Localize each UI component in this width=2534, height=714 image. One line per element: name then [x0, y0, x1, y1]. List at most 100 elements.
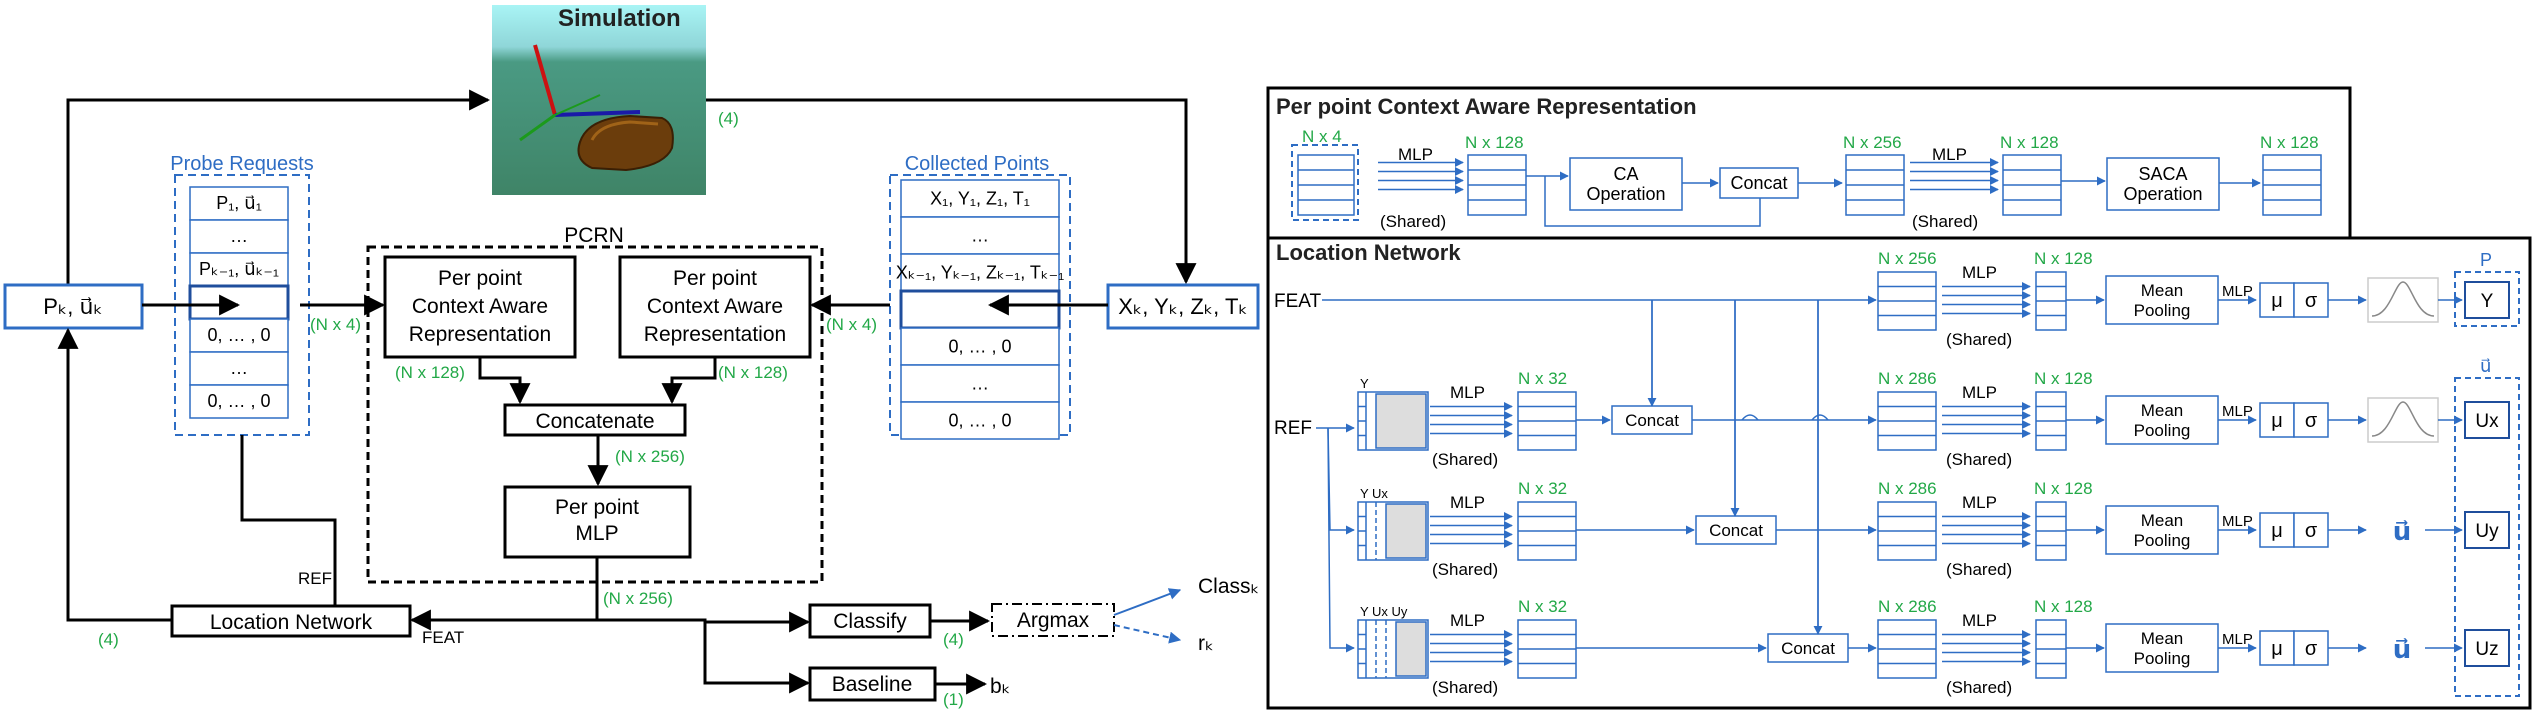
probe-row-1: [189, 219, 289, 254]
loc-u-container: [2454, 377, 2520, 697]
input-pk-uk: Pₖ, u⃗ₖ: [43, 294, 103, 319]
loc-sigma-box-1: [2293, 402, 2329, 438]
ref-label-left: REF: [298, 569, 332, 588]
loc-sigma-2: σ: [2305, 520, 2318, 542]
pcar-saca-op-label-line-1: Operation: [2123, 184, 2202, 204]
loc-shared-2: (Shared): [1946, 560, 2012, 579]
loc-n-out-2: N x 128: [2034, 479, 2093, 498]
loc-mlp-label-2: MLP: [1962, 493, 1997, 512]
loc-mu-2: μ: [2271, 520, 2283, 542]
loc-mlp-pre-label-3: MLP: [1450, 611, 1485, 630]
loc-mlp-small-3: MLP: [2222, 631, 2253, 648]
collected-row-0: [900, 179, 1060, 218]
collected-row-6: [900, 401, 1060, 440]
loc-mu-0: μ: [2271, 290, 2283, 312]
loc-n32-3: N x 32: [1518, 597, 1567, 616]
loc-mean-pool-1-label-line-1: Pooling: [2134, 421, 2191, 440]
concatenate-box: [503, 403, 687, 437]
loc-p-container: [2454, 271, 2520, 327]
pcar-left-line2: Context Aware: [412, 295, 548, 318]
label-nx4-right: (N x 4): [826, 315, 877, 334]
loc-prefix-label-1: Y: [1360, 376, 1369, 391]
pcar-right-line2: Context Aware: [647, 295, 783, 318]
loc-mean-pool-1-label-line-0: Mean: [2141, 401, 2184, 420]
collected-row-text-0: X₁, Y₁, Z₁, T₁: [930, 188, 1030, 208]
loc-sigma-1: σ: [2305, 410, 2318, 432]
loc-prefix-fill-3: [1395, 621, 1427, 677]
loc-uvec-2: u⃗: [2393, 516, 2412, 546]
mlp-line1: Per point: [555, 496, 639, 519]
probe-row-4: [189, 318, 289, 353]
loc-sigma-box-0: [2293, 282, 2329, 318]
pcar-shared2: (Shared): [1912, 212, 1978, 231]
argmax-label: Argmax: [1017, 609, 1090, 632]
loc-ref-label: REF: [1274, 418, 1312, 439]
loc-n-in-3: N x 286: [1878, 597, 1937, 616]
collected-row-5: [900, 364, 1060, 403]
pcar-ca-op: [1569, 157, 1683, 211]
pcar-n256: N x 256: [1843, 133, 1902, 152]
label-nx256-b: (N x 256): [603, 589, 673, 608]
loc-concat-2-label-line-0: Concat: [1709, 521, 1763, 540]
probe-row-text-2: Pₖ₋₁, u⃗ₖ₋₁: [199, 259, 279, 279]
classify-box: [808, 603, 932, 639]
loc-out-box-3: [2464, 629, 2510, 667]
loc-mean-pool-0-label-line-1: Pooling: [2134, 301, 2191, 320]
loc-mean-pool-3-label-line-1: Pooling: [2134, 649, 2191, 668]
loc-u-label: u⃗: [2480, 356, 2491, 376]
loc-out-box-0: [2464, 281, 2510, 319]
loc-prefix-label-3: Y Ux Uy: [1360, 604, 1408, 619]
loc-mlp-small-1: MLP: [2222, 403, 2253, 420]
label-nx128-right: (N x 128): [718, 363, 788, 382]
pcar-n128c: N x 128: [2260, 133, 2319, 152]
loc-n-in-2: N x 286: [1878, 479, 1937, 498]
label-4-left: (4): [98, 630, 119, 649]
pcar-saca-op: [2106, 157, 2220, 211]
loc-n32-2: N x 32: [1518, 479, 1567, 498]
loc-panel-title: Location Network: [1276, 240, 1461, 265]
loc-n-out-1: N x 128: [2034, 369, 2093, 388]
classify-label: Classify: [833, 610, 907, 633]
gaussian-curve-icon: [2371, 401, 2435, 437]
loc-mu-box-0: [2259, 282, 2295, 318]
collected-row-3: [899, 289, 1061, 330]
probe-row-3: [188, 284, 290, 321]
collected-row-2: [900, 253, 1060, 292]
probe-row-2: [189, 252, 289, 287]
loc-mlp-small-2: MLP: [2222, 513, 2253, 530]
probe-row-text-5: …: [230, 358, 248, 378]
loc-mlp-pre-label-2: MLP: [1450, 493, 1485, 512]
loc-n-in-0: N x 256: [1878, 249, 1937, 268]
collected-points-table: X₁, Y₁, Z₁, T₁…Xₖ₋₁, Yₖ₋₁, Zₖ₋₁, Tₖ₋₁0, …: [896, 179, 1064, 440]
pcar-mlp1: MLP: [1398, 145, 1433, 164]
loc-mlp-label-3: MLP: [1962, 611, 1997, 630]
label-1-baseline: (1): [943, 690, 964, 709]
probe-requests-title: Probe Requests: [170, 153, 313, 175]
collected-row-text-5: …: [971, 373, 989, 393]
probe-row-text-1: …: [230, 226, 248, 246]
pcar-panel-title: Per point Context Aware Representation: [1276, 94, 1697, 119]
loc-out-box-1: [2464, 401, 2510, 439]
concatenate-label: Concatenate: [535, 410, 654, 433]
pcar-n128b: N x 128: [2000, 133, 2059, 152]
loc-out-2: Uy: [2475, 521, 2499, 542]
pcar-shared1: (Shared): [1380, 212, 1446, 231]
probe-requests-table: P₁, u⃗₁…Pₖ₋₁, u⃗ₖ₋₁0, … , 0…0, … , 0: [188, 186, 290, 419]
loc-prefix-fill-1: [1375, 393, 1427, 449]
label-nx256-a: (N x 256): [615, 447, 685, 466]
collected-row-1: [900, 216, 1060, 255]
label-nx128-left: (N x 128): [395, 363, 465, 382]
loc-gauss-box-1: [2367, 397, 2439, 443]
probe-row-text-6: 0, … , 0: [207, 391, 270, 411]
loc-mlp-pre-label-1: MLP: [1450, 383, 1485, 402]
pcar-left-line3: Representation: [409, 323, 551, 346]
loc-prefix-fill-2: [1385, 503, 1427, 559]
loc-mean-pool-0-label-line-0: Mean: [2141, 281, 2184, 300]
baseline-label: Baseline: [832, 673, 913, 696]
pcar-right-line3: Representation: [644, 323, 786, 346]
